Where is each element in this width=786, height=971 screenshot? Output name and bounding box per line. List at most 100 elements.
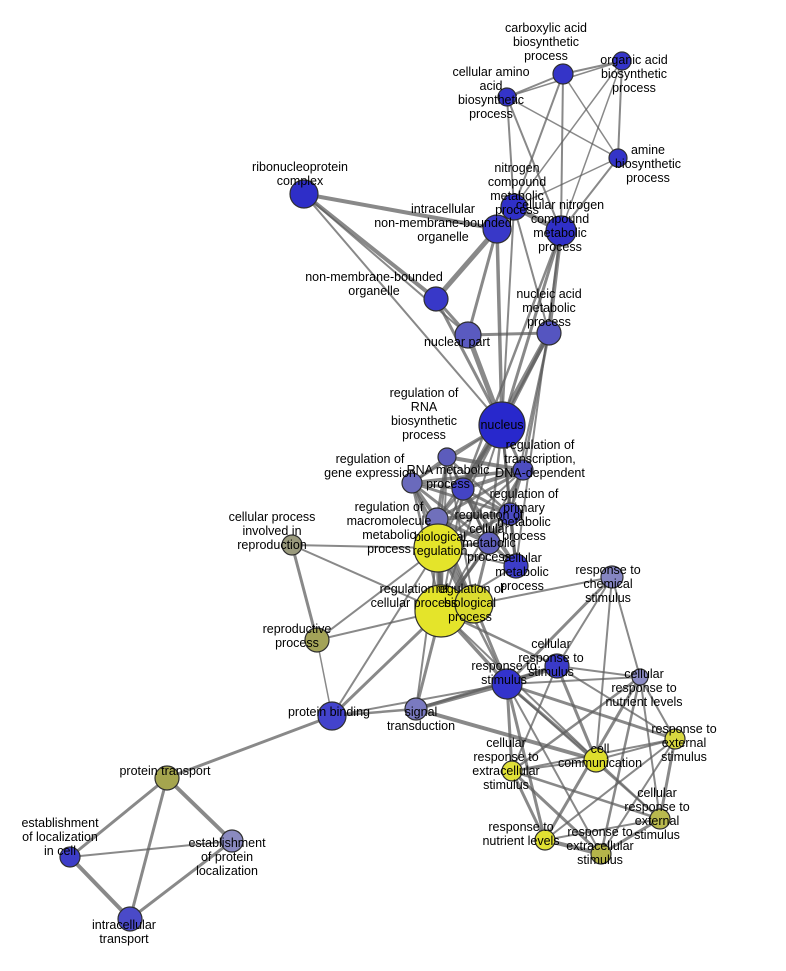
edge-cellular-nitrogen--rna-metabolic [461, 229, 563, 491]
edge-carboxylic--nitrogen-compound [513, 73, 564, 208]
node-biological-regulation[interactable] [413, 523, 463, 573]
node-nucleic-acid[interactable] [536, 320, 562, 346]
node-intracellular-organelle[interactable] [482, 214, 512, 244]
edge-rnp-complex--intracellular-organelle [302, 192, 499, 231]
node-rnp-complex[interactable] [289, 179, 319, 209]
node-cellular-resp-nutrient[interactable] [631, 668, 649, 686]
edge-cellular-resp-nutrient--resp-extracellular [599, 675, 642, 856]
node-reg-biological-process[interactable] [454, 584, 494, 624]
edge-cellular-resp-extracellular--resp-nutrient [510, 769, 547, 842]
node-est-protein-localization[interactable] [220, 829, 244, 853]
edge-cellular-nitrogen--cellular-metabolic [515, 230, 562, 567]
node-nitrogen-compound[interactable] [500, 193, 528, 221]
edge-protein-transport--est-protein-localization [165, 776, 234, 843]
edge-cellular-resp-external--resp-extracellular [599, 817, 662, 856]
node-amine[interactable] [608, 148, 628, 168]
nodes-layer [59, 51, 686, 932]
edge-amino-acid--cellular-nitrogen [506, 96, 562, 232]
node-cellular-resp-extracellular[interactable] [501, 760, 523, 782]
node-resp-chemical[interactable] [600, 565, 624, 589]
node-cellular-resp-external[interactable] [649, 808, 671, 830]
edge-cellular-resp-nutrient--resp-external [639, 676, 676, 740]
node-cellular-metabolic[interactable] [503, 553, 529, 579]
node-cellular-nitrogen[interactable] [545, 215, 577, 247]
node-rna-metabolic[interactable] [451, 477, 475, 501]
node-est-localization-cell[interactable] [59, 846, 81, 868]
edge-resp-chemical--resp-stimulus [505, 575, 614, 686]
node-carboxylic[interactable] [552, 63, 574, 85]
edge-nitrogen-compound--nucleus [501, 206, 515, 426]
edge-reg-transcription--reg-gene-expression [410, 468, 525, 485]
node-reg-primary[interactable] [498, 502, 522, 526]
node-signal-transduction[interactable] [404, 697, 428, 721]
node-reg-cellular-metabolic[interactable] [477, 531, 501, 555]
node-cell-communication[interactable] [583, 747, 609, 773]
edge-cellular-nitrogen--nucleus [500, 229, 563, 427]
edge-reg-macromolecule--reg-primary [435, 512, 512, 521]
node-nucleus[interactable] [478, 401, 526, 449]
edge-resp-external--resp-extracellular [600, 738, 676, 855]
edge-resp-external--cellular-resp-external [658, 737, 677, 821]
node-intracellular-transport[interactable] [117, 906, 143, 932]
edge-cellular-resp-stimulus--cellular-resp-nutrient [556, 665, 641, 678]
node-protein-binding[interactable] [317, 701, 347, 731]
node-reproductive-process[interactable] [304, 627, 330, 653]
edge-nitrogen-compound--nucleic-acid [513, 206, 550, 334]
edge-rnp-complex--nuclear-part [303, 193, 469, 336]
node-reg-rna-biosynthetic[interactable] [437, 447, 457, 467]
edge-est-protein-localization--intracellular-transport [128, 839, 234, 921]
edge-organic-acid--amine [617, 60, 623, 159]
edge-intracellular-organelle--nuclear-part [466, 227, 499, 337]
edge-amino-acid--amine [506, 96, 619, 159]
node-label-nucleus: nucleus [480, 418, 523, 432]
node-label-protein-binding: protein binding [288, 705, 370, 719]
edge-intracellular-organelle--nucleus [495, 227, 504, 427]
node-cellular-resp-stimulus[interactable] [544, 653, 570, 679]
edge-cell-communication--cellular-resp-extracellular [511, 759, 597, 772]
node-nuclear-part[interactable] [454, 321, 482, 349]
node-reproduction-cellular[interactable] [281, 534, 303, 556]
edge-cell-communication--signal-transduction [414, 707, 598, 762]
node-resp-nutrient[interactable] [534, 829, 556, 851]
node-protein-transport[interactable] [154, 765, 180, 791]
node-organic-acid[interactable] [612, 51, 632, 71]
edge-amino-acid--nitrogen-compound [506, 96, 515, 208]
node-resp-stimulus[interactable] [491, 668, 523, 700]
edge-protein-transport--est-localization-cell [68, 776, 169, 859]
node-nmb-organelle[interactable] [423, 286, 449, 312]
node-resp-external[interactable] [664, 728, 686, 750]
node-resp-extracellular[interactable] [590, 843, 612, 865]
node-reg-gene-expression[interactable] [401, 472, 423, 494]
edge-reg-cellular-process--reproduction-cellular [291, 544, 442, 612]
node-amino-acid[interactable] [497, 87, 517, 107]
edge-protein-binding--protein-transport [165, 714, 334, 780]
node-reg-transcription[interactable] [512, 459, 534, 481]
edge-cell-communication--cellular-resp-external [595, 759, 661, 820]
